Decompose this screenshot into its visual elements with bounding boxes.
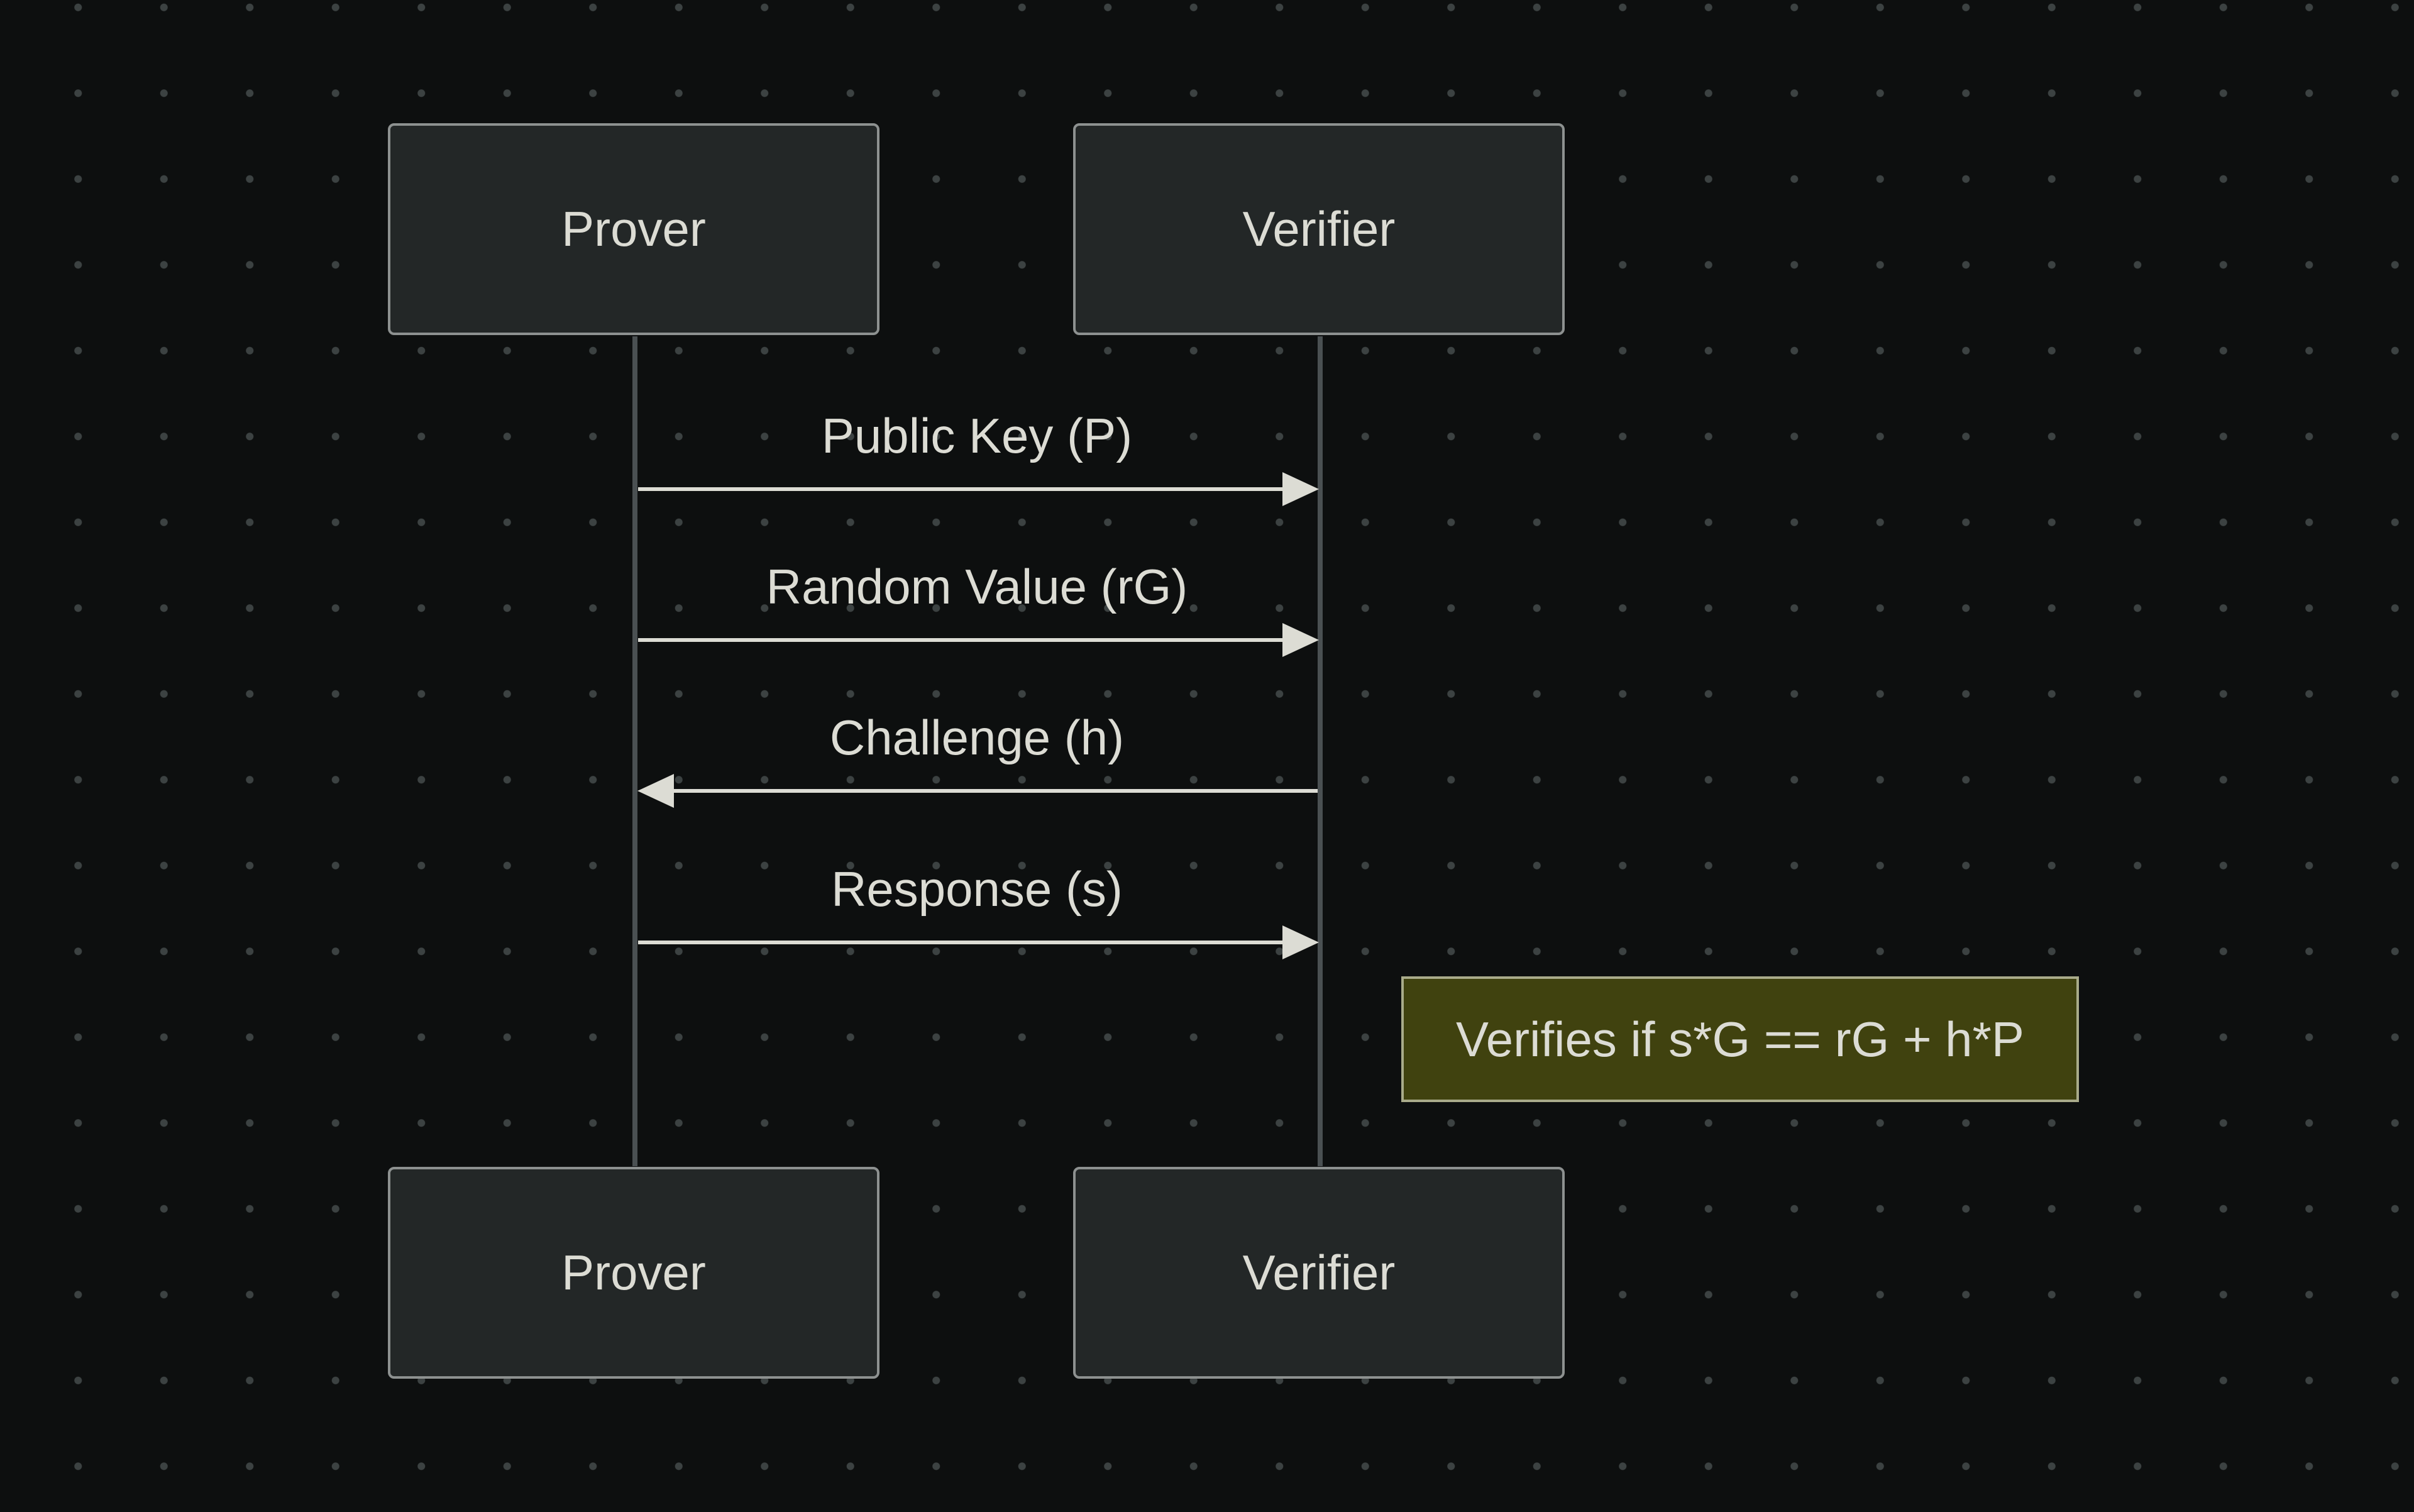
message-arrow-public-key bbox=[638, 472, 1319, 506]
actor-verifier-top[interactable]: Verifier bbox=[1073, 123, 1565, 335]
note-text: Verifies if s*G == rG + h*P bbox=[1456, 1011, 2024, 1067]
actor-label: Verifier bbox=[1242, 201, 1396, 257]
actor-verifier-bottom[interactable]: Verifier bbox=[1073, 1167, 1565, 1379]
message-arrow-challenge bbox=[637, 774, 1318, 808]
lifeline-prover bbox=[632, 336, 637, 1166]
message-arrow-response bbox=[638, 925, 1319, 959]
actor-prover-bottom[interactable]: Prover bbox=[388, 1167, 879, 1379]
message-label-challenge: Challenge (h) bbox=[829, 710, 1125, 765]
actor-label: Verifier bbox=[1242, 1245, 1396, 1300]
actor-label: Prover bbox=[561, 1245, 706, 1300]
lifeline-verifier bbox=[1318, 336, 1323, 1166]
actor-label: Prover bbox=[561, 201, 706, 257]
verification-note: Verifies if s*G == rG + h*P bbox=[1401, 976, 2079, 1102]
message-arrow-random-value bbox=[638, 623, 1319, 657]
actor-prover-top[interactable]: Prover bbox=[388, 123, 879, 335]
message-label-response: Response (s) bbox=[831, 861, 1123, 917]
message-label-public-key: Public Key (P) bbox=[821, 408, 1133, 463]
message-label-random-value: Random Value (rG) bbox=[766, 559, 1188, 614]
